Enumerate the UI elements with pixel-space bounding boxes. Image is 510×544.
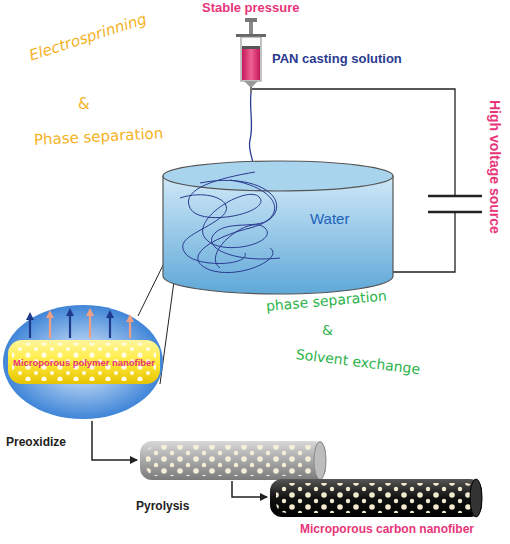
- fiber-pores: [12, 343, 156, 381]
- node-text: Water: [310, 210, 349, 227]
- water-basin: Water: [160, 158, 396, 298]
- basin-shape: [160, 158, 396, 298]
- basin-rim: [163, 161, 393, 191]
- title-label: Stable pressure: [202, 1, 300, 16]
- node-text: Microporous polymer nanofiber: [13, 357, 155, 368]
- process-label: Solvent exchange: [295, 346, 421, 377]
- process-label: Phase separation: [34, 125, 164, 149]
- source-label: High voltage source: [487, 100, 503, 234]
- process-arrow: [92, 421, 137, 460]
- fiber-body: [8, 340, 160, 384]
- basin-body: [163, 176, 393, 294]
- zoom-ellipse: [3, 305, 163, 419]
- syringe: [236, 18, 266, 93]
- fiber-tangle: [200, 180, 280, 259]
- solvent-arrow: [26, 308, 134, 338]
- preoxidized-fiber: [140, 441, 326, 480]
- step-label: Pyrolysis: [136, 500, 189, 514]
- product-label: Microporous carbon nanofiber: [300, 523, 474, 537]
- process-arrow: [232, 481, 267, 497]
- fiber-tangle: [180, 195, 245, 264]
- jet: [249, 93, 253, 172]
- polymer-nanofiber: Microporous polymer nanofiber: [8, 340, 160, 384]
- process-label: &: [78, 96, 90, 113]
- step-label: Preoxidize: [6, 436, 66, 450]
- syringe-label: PAN casting solution: [272, 52, 402, 67]
- process-label: Electrosprinning: [27, 11, 149, 65]
- process-label: &: [322, 322, 333, 338]
- carbon-fiber: [270, 479, 482, 517]
